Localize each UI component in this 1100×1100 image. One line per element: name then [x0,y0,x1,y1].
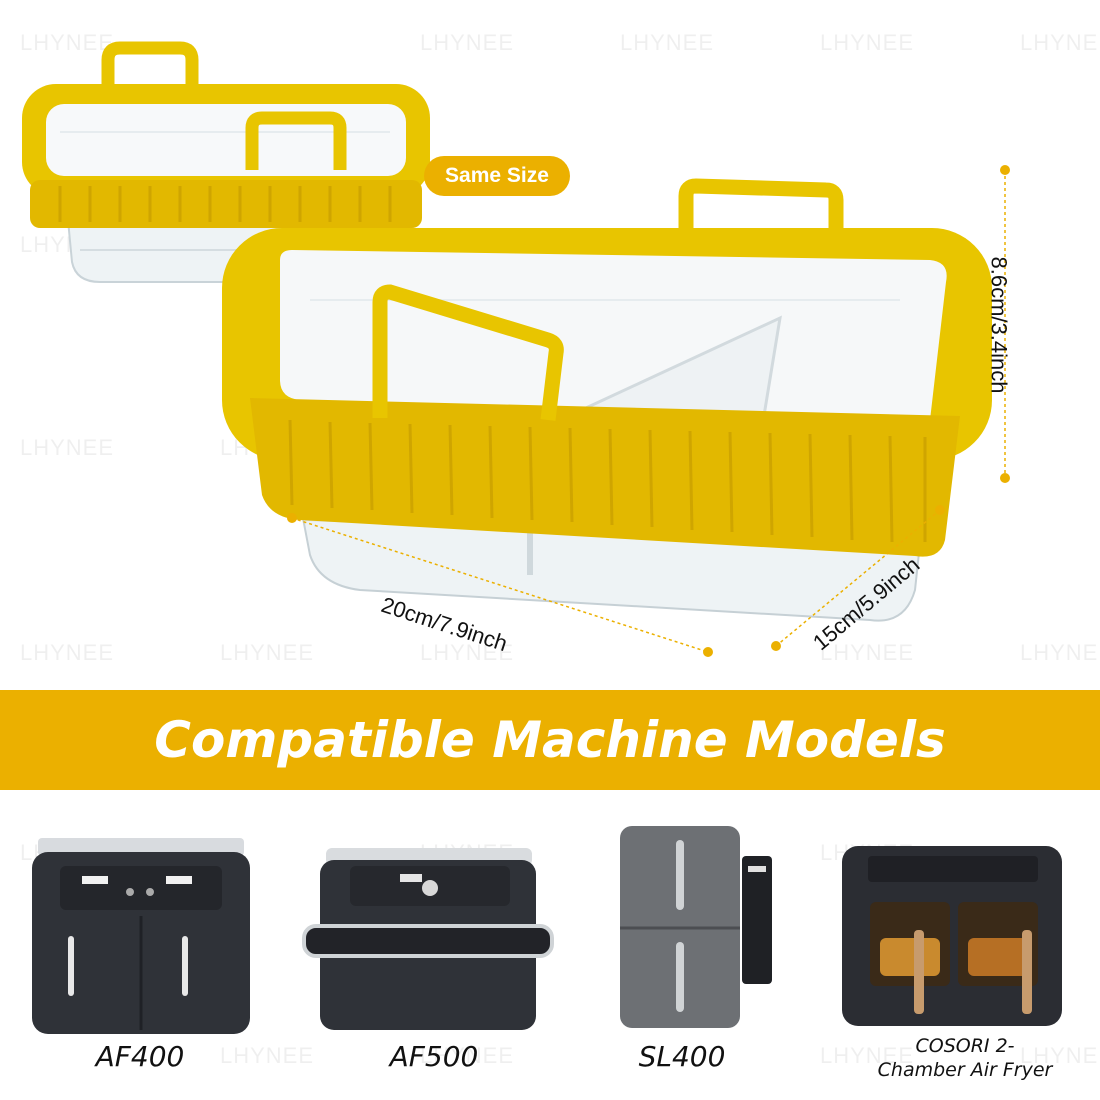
watermark: LHYNEE [1020,640,1100,665]
watermark: LHYNEE [420,30,515,55]
watermark: LHYNEE [220,640,315,665]
model-label-cosori-line1: COSORI 2- [915,1035,1015,1057]
large-baking-dish-image [222,178,992,622]
watermark: LHYNEE [420,1043,515,1068]
sl400-machine-image [620,826,772,1028]
watermark: LHYNEE [820,640,915,665]
watermark: LHYNEE [1020,30,1100,55]
small-baking-dish-image [22,41,430,283]
watermark: LHYNEE [1020,1043,1100,1068]
watermark: LHYNEE [220,1043,315,1068]
model-label-cosori-line2: Chamber Air Fryer [877,1059,1053,1081]
af400-machine-image [32,838,250,1034]
cosori-machine-image [842,846,1062,1026]
dimension-endpoints [287,165,1010,657]
watermark: LHYNEE [620,30,715,55]
af500-machine-image [302,848,554,1030]
model-label-af400: AF400 [95,1040,185,1073]
watermark: LHYNEE [420,640,515,665]
banner-title: Compatible Machine Models [154,711,946,769]
watermark: LHYNEE [20,30,115,55]
model-label-af500: AF500 [389,1040,479,1073]
product-illustration [22,41,1010,657]
watermark: LHYNEE [20,640,115,665]
watermark: LHYNEE [820,1043,915,1068]
model-label-sl400: SL400 [638,1040,726,1073]
same-size-badge: Same Size [424,156,570,196]
banner: Compatible Machine Models [0,690,1100,790]
watermark: LHYNEE [820,30,915,55]
watermark: LHYNEE [20,435,115,460]
dimension-lines [291,170,1006,653]
